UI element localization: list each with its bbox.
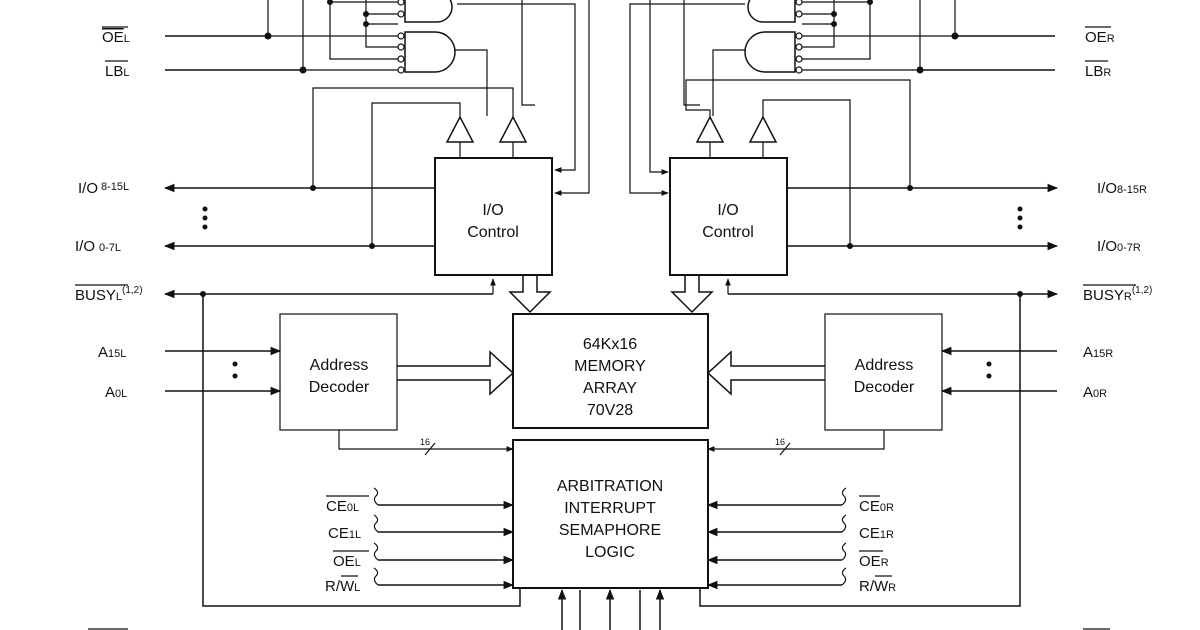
- memory-line3: ARRAY: [583, 380, 637, 397]
- label-io-high-right: I/O8-15R: [1097, 180, 1147, 197]
- label-a15-left: A15L: [98, 344, 126, 361]
- bottom-control-arrows: [557, 588, 665, 630]
- memory-array-block: [512, 313, 709, 429]
- decoder-right-line2: Decoder: [854, 379, 915, 396]
- label-busy-right: BUSYR(1,2): [1083, 285, 1152, 304]
- label-oe-left: OEL: [102, 29, 130, 46]
- io-control-left-line2: Control: [467, 224, 519, 241]
- right-control-inputs: [706, 487, 847, 590]
- right-io-ellipsis: [1017, 206, 1023, 230]
- right-buffer-1: [695, 115, 725, 143]
- label-lb-left: LBL: [105, 63, 129, 80]
- label-ce0-right: CE0R: [859, 498, 894, 515]
- label-a15-right: A15R: [1083, 344, 1113, 361]
- label-lb-right: LBR: [1085, 63, 1111, 80]
- io-control-right-line2: Control: [702, 224, 754, 241]
- memory-line1: 64Kx16: [583, 336, 637, 353]
- label-rw-right: R/WR: [859, 578, 896, 595]
- label-oe-right: OER: [1085, 29, 1115, 46]
- label-a0-left: A0L: [105, 384, 127, 401]
- label-io-low-right: I/O0-7R: [1097, 238, 1141, 255]
- busy-left-loop: [202, 294, 521, 607]
- left-16bit-bus: [338, 430, 514, 452]
- left-control-inputs: [373, 487, 515, 590]
- left-buffer-2: [498, 115, 528, 143]
- left-io-ellipsis: [202, 206, 208, 230]
- left-and-gate-upper: [404, 0, 453, 23]
- busy-right-loop: [699, 294, 1021, 607]
- logic-line4: LOGIC: [585, 544, 635, 561]
- logic-line3: SEMAPHORE: [559, 522, 661, 539]
- label-ce1-right: CE1R: [859, 525, 894, 542]
- io-control-left-line1: I/O: [482, 202, 503, 219]
- right-decoder-arrow: [706, 350, 825, 396]
- decoder-left-line1: Address: [310, 357, 369, 374]
- memory-line4: 70V28: [587, 402, 633, 419]
- left-decoder-arrow: [397, 350, 515, 396]
- io-control-right-line1: I/O: [717, 202, 738, 219]
- label-oe2-right: OER: [859, 553, 889, 570]
- label-busy-left: BUSYL(1,2): [75, 285, 143, 304]
- address-decoder-left: [279, 313, 398, 431]
- right-and-gate-upper: [747, 0, 796, 23]
- label-a0-right: A0R: [1083, 384, 1107, 401]
- memory-line2: MEMORY: [574, 358, 646, 375]
- right-bus-width: 16: [775, 437, 785, 447]
- left-io-bus-arrow: [508, 275, 552, 314]
- label-rw-left: R/WL: [325, 578, 360, 595]
- right-16bit-bus: [707, 430, 885, 452]
- decoder-left-line2: Decoder: [309, 379, 370, 396]
- right-and-gate-lower: [744, 31, 796, 73]
- left-gate-group: [267, 0, 590, 196]
- label-ce0-left: CE0L: [326, 498, 359, 515]
- right-address-ellipsis: [986, 361, 992, 379]
- left-buffer-1: [445, 115, 475, 143]
- left-buffers: [312, 87, 528, 246]
- logic-line2: INTERRUPT: [564, 500, 656, 517]
- right-buffers: [685, 79, 911, 246]
- left-bus-width: 16: [420, 437, 430, 447]
- left-and-gate-lower: [404, 31, 456, 73]
- right-io-bus-arrow: [670, 275, 714, 314]
- right-buffer-2: [748, 115, 778, 143]
- left-address-ellipsis: [232, 361, 238, 379]
- label-ce1-left: CE1L: [328, 525, 361, 542]
- label-oe2-left: OEL: [333, 553, 361, 570]
- io-control-right: [669, 157, 788, 276]
- arbitration-logic-block: [512, 439, 709, 589]
- logic-line1: ARBITRATION: [557, 478, 663, 495]
- io-control-left: [434, 157, 553, 276]
- decoder-right-line1: Address: [855, 357, 914, 374]
